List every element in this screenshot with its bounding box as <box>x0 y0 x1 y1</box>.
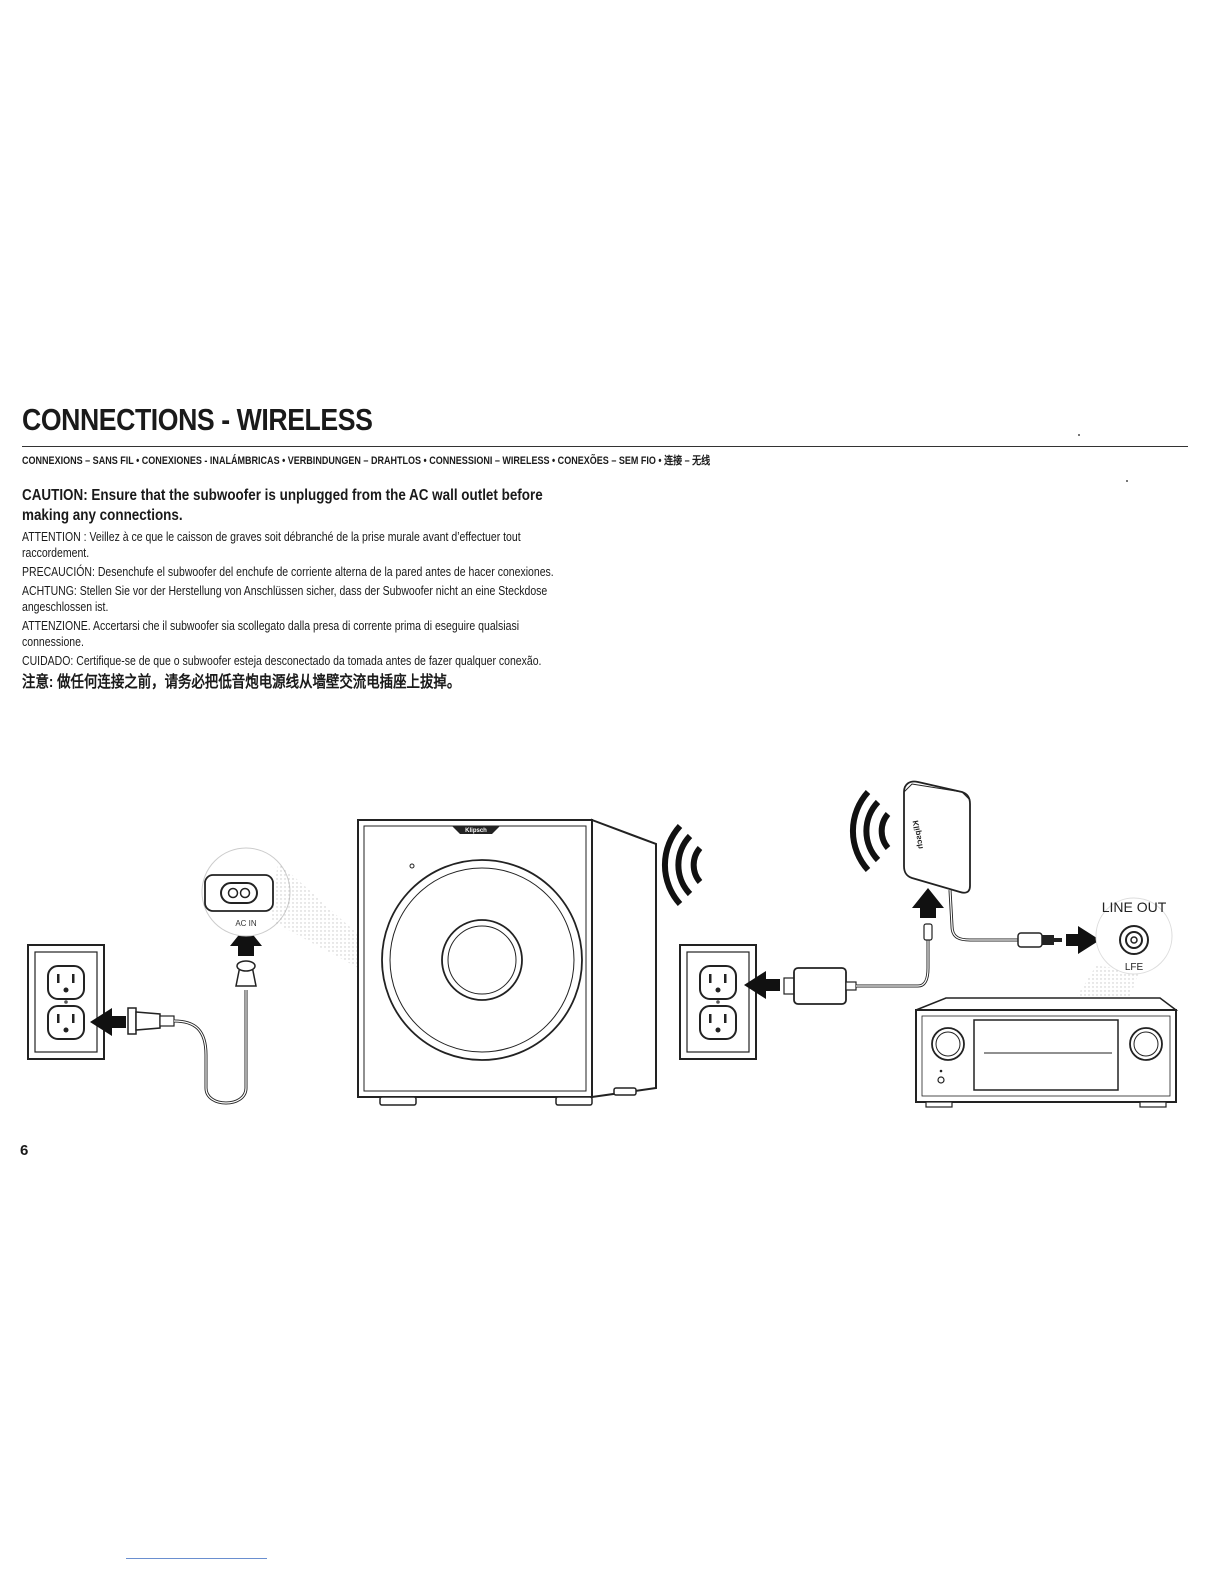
wireless-signal-icon <box>661 823 703 907</box>
caution-german: ACHTUNG: Stellen Sie vor der Herstellung… <box>22 584 548 614</box>
wireless-signal-icon <box>849 789 891 873</box>
caution-english: CAUTION: Ensure that the subwoofer is un… <box>22 487 543 524</box>
scan-mark <box>1078 434 1080 436</box>
title-divider <box>22 446 1188 447</box>
lfe-label: LFE <box>1125 962 1144 973</box>
ac-in-label: AC IN <box>235 919 257 928</box>
arrow-right-icon <box>1066 926 1100 954</box>
wall-outlet-left <box>27 944 105 1060</box>
line-out-label: LINE OUT <box>1102 899 1167 915</box>
wireless-transmitter: Klipsch <box>903 780 1062 948</box>
page-title: CONNECTIONS - WIRELESS <box>22 402 373 437</box>
caution-french: ATTENTION : Veillez à ce que le caisson … <box>22 530 521 560</box>
arrow-up-icon <box>912 888 944 918</box>
scan-mark <box>1126 480 1128 482</box>
multilingual-subtitle: CONNEXIONS – SANS FIL • CONEXIONES - INA… <box>22 455 711 467</box>
bottom-link-line <box>126 1558 267 1559</box>
av-receiver <box>915 997 1179 1108</box>
caution-portuguese: CUIDADO: Certifique-se de que o subwoofe… <box>22 654 542 668</box>
arrow-up-icon <box>230 926 262 956</box>
caution-italian: ATTENZIONE. Accertarsi che il subwoofer … <box>22 619 520 649</box>
arrow-left-icon <box>744 971 780 999</box>
caution-chinese: 注意: 做任何连接之前，请务必把低音炮电源线从墙壁交流电插座上拔掉。 <box>22 674 461 691</box>
page-number: 6 <box>20 1142 29 1159</box>
caution-spanish: PRECAUCIÓN: Desenchufe el subwoofer del … <box>22 565 554 579</box>
wireless-connection-diagram: AC IN Klipsch <box>27 780 1179 1108</box>
subwoofer-brand-label: Klipsch <box>465 828 487 834</box>
arrow-left-icon <box>90 1008 126 1036</box>
ac-inlet-detail: AC IN <box>201 847 362 970</box>
caution-block: CAUTION: Ensure that the subwoofer is un… <box>22 486 576 694</box>
power-cord <box>127 960 257 1105</box>
subwoofer: Klipsch <box>357 818 657 1106</box>
power-adapter <box>783 923 933 1005</box>
line-out-detail: LINE OUT LFE <box>1076 897 1173 998</box>
wall-outlet-right <box>679 944 757 1060</box>
